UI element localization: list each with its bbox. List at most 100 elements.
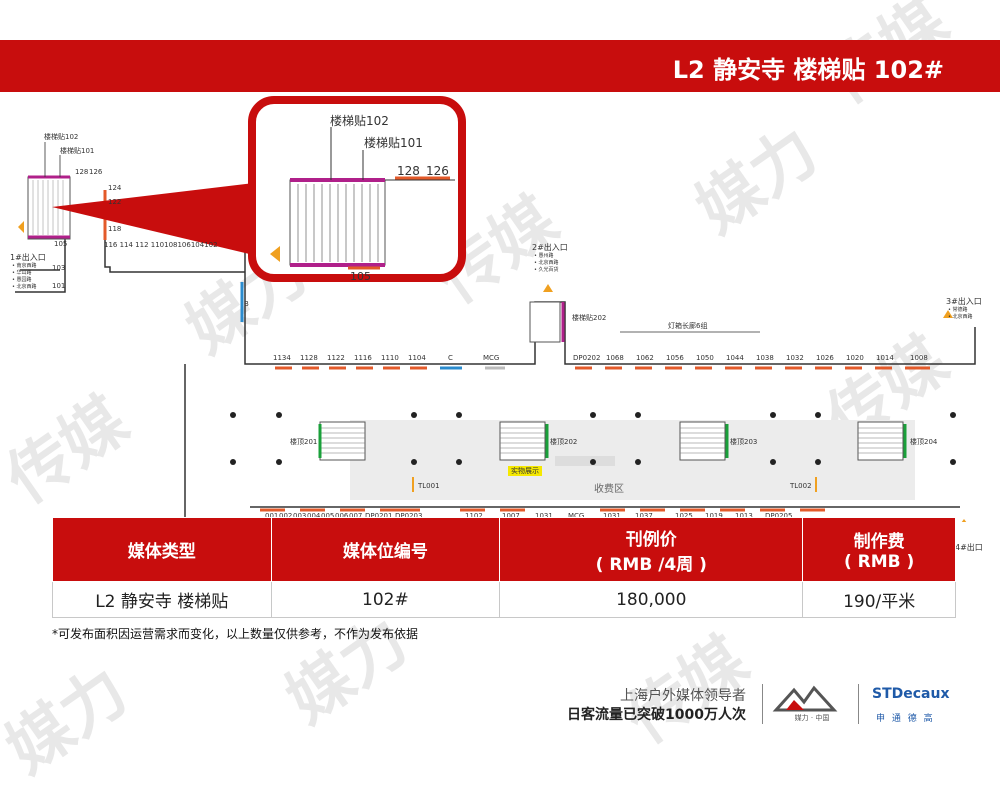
meili-logo-icon: 媒力 · 中国 [772, 685, 838, 722]
exit-3-streets: • 常德路 • 北京西路 [948, 306, 973, 320]
exhibit-label: 实物展示 [508, 466, 542, 476]
label-105: 105 [54, 240, 68, 248]
exit-2-title: 2#出入口 [532, 243, 568, 252]
ad-code: 1056 [666, 354, 684, 362]
ad-code: 1025 [675, 512, 693, 520]
cell-fee: 190/平米 [802, 581, 956, 618]
ad-code: 1134 [273, 354, 291, 362]
media-price-table: 媒体类型 媒体位编号 刊例价 ( RMB /4周 ) 制作费 ( RMB ) L… [52, 517, 956, 618]
ad-code: 1038 [756, 354, 774, 362]
label-128: 128 [75, 168, 89, 176]
ad-code: 1019 [705, 512, 723, 520]
label-row-116-102: 116 114 112 110108106104102 [104, 241, 218, 249]
ad-code: 004 [307, 512, 321, 520]
ad-code: 001 [265, 512, 279, 520]
ad-code: 1050 [696, 354, 714, 362]
header-media-code: 媒体位编号 [270, 517, 501, 582]
header-price-line2: ( RMB /4周 ) [595, 554, 707, 575]
cell-media-type: L2 静安寺 楼梯贴 [52, 581, 272, 618]
table-header-row: 媒体类型 媒体位编号 刊例价 ( RMB /4周 ) 制作费 ( RMB ) [52, 517, 956, 582]
tl-right-label: TL002 [790, 482, 812, 490]
ad-code: 006 [335, 512, 349, 520]
exit-1-street: • 南京西路 [12, 263, 37, 269]
ad-code: 007 [349, 512, 363, 520]
ad-code: 002 [279, 512, 293, 520]
header-bar: L2 静安寺 楼梯贴 102# [0, 40, 1000, 92]
zoom-label-126: 126 [426, 164, 449, 178]
ad-code: 1013 [735, 512, 753, 520]
header-fee-line1: 制作费 [853, 532, 905, 552]
escalator-label: 楼顶203 [730, 438, 758, 446]
table-row: L2 静安寺 楼梯贴 102# 180,000 190/平米 [52, 581, 956, 618]
logo-sub-text: 媒力 · 中国 [795, 713, 830, 722]
ad-code: 1020 [846, 354, 864, 362]
exit-3-street: • 北京西路 [948, 314, 973, 320]
exit-1-streets: • 南京西路 • 华山路 • 愚园路 • 北京西路 [12, 262, 37, 290]
label-101: 101 [52, 282, 66, 290]
exit-2-street: • 久光百货 [534, 267, 559, 273]
floor-plan-drawing [15, 96, 976, 522]
header-price: 刊例价 ( RMB /4周 ) [499, 517, 804, 582]
label-stair-202: 楼梯贴202 [572, 314, 607, 322]
zoom-label-128: 128 [397, 164, 420, 178]
ad-code: 1031 [603, 512, 621, 520]
ad-code: 1122 [327, 354, 345, 362]
exit-3-street: • 常德路 [948, 307, 968, 313]
ad-code: DP0203 [395, 512, 423, 520]
ad-code: 005 [321, 512, 335, 520]
tl-left-label: TL001 [418, 482, 440, 490]
ad-code: MCG [568, 512, 585, 520]
ad-code: 1116 [354, 354, 372, 362]
ad-code: 1104 [408, 354, 426, 362]
header-fee-line2: ( RMB ) [843, 552, 915, 572]
label-stair-101: 楼梯贴101 [60, 147, 95, 155]
page-title: L2 静安寺 楼梯贴 102# [672, 56, 944, 84]
footer-divider [762, 684, 763, 724]
stdecaux-logo: STDecaux [872, 686, 950, 702]
cell-price: 180,000 [499, 581, 804, 618]
exit-1-street: • 华山路 [12, 270, 32, 276]
floor-plan: 楼梯贴102 楼梯贴101 128 126 105 楼梯贴102 楼梯贴101 … [0, 92, 1000, 552]
ad-code: DP0201 [365, 512, 393, 520]
ad-code: 1128 [300, 354, 318, 362]
footer-slogan-1: 上海户外媒体领导者 [620, 688, 746, 704]
cell-media-code: 102# [270, 581, 501, 618]
ad-code: 1068 [606, 354, 624, 362]
ad-code: 1110 [381, 354, 399, 362]
ad-code: C [448, 354, 453, 362]
ad-code: 1031 [535, 512, 553, 520]
fare-zone-label: 收费区 [594, 484, 624, 495]
ad-code: DP0205 [765, 512, 793, 520]
exit-1-street: • 北京西路 [12, 284, 37, 290]
ad-code: 1062 [636, 354, 654, 362]
header-media-type: 媒体类型 [52, 517, 272, 582]
ad-code: 1102 [465, 512, 483, 520]
label-stair-102: 楼梯贴102 [44, 133, 79, 141]
watermark-text: 媒力 [0, 653, 142, 788]
disclaimer-note: *可发布面积因运营需求而变化，以上数量仅供参考，不作为发布依据 [52, 627, 419, 641]
exit-2-streets: • 愚州路 • 北京西路 • 久光百货 [534, 252, 559, 273]
exit-2-street: • 愚州路 [534, 253, 554, 259]
label-122: 122 [108, 198, 122, 206]
exit-2-street: • 北京西路 [534, 260, 559, 266]
zoom-label-stair-101: 楼梯贴101 [364, 136, 423, 150]
ad-code: 1037 [635, 512, 653, 520]
zoom-label-stair-102: 楼梯贴102 [330, 114, 389, 128]
label-124: 124 [108, 184, 122, 192]
header-price-line1: 刊例价 [625, 529, 677, 550]
ad-code: 1014 [876, 354, 894, 362]
ad-code: 1044 [726, 354, 744, 362]
footer-divider [858, 684, 859, 724]
ad-code: 1008 [910, 354, 928, 362]
ad-code: 003 [293, 512, 307, 520]
ad-code: 1026 [816, 354, 834, 362]
ad-code: 1007 [502, 512, 520, 520]
zoom-label-105: 105 [350, 270, 371, 283]
exit-3-title: 3#出入口 [946, 297, 982, 306]
exit-1-street: • 愚园路 [12, 277, 32, 283]
label-118: 118 [108, 225, 122, 233]
footer-slogan-2: 日客流量已突破1000万人次 [567, 707, 746, 723]
ad-code: 1032 [786, 354, 804, 362]
escalator-label: 楼顶202 [550, 438, 578, 446]
label-103: 103 [52, 264, 66, 272]
